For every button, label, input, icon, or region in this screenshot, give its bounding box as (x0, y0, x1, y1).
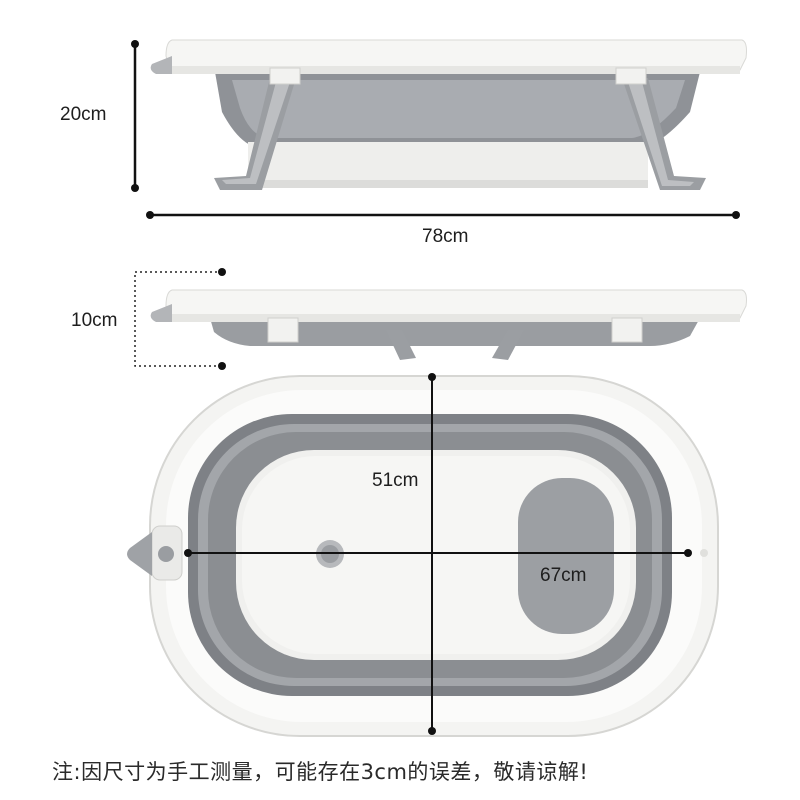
length-label: 78cm (422, 226, 469, 247)
inner-length-dimension-line (184, 549, 692, 557)
height-unfolded-label: 20cm (60, 104, 107, 125)
width-label: 51cm (372, 470, 419, 491)
height-folded-label: 10cm (71, 310, 118, 331)
top-view-tub (127, 375, 719, 737)
length-dimension-line (146, 211, 740, 219)
folded-height-bracket (134, 268, 226, 370)
side-view-folded (150, 289, 747, 360)
side-view-unfolded (150, 39, 747, 190)
inner-length-label: 67cm (540, 565, 587, 586)
height-dimension-line (131, 40, 139, 192)
measurement-disclaimer: 注:因尺寸为手工测量，可能存在3cm的误差，敬请谅解! (52, 760, 589, 784)
